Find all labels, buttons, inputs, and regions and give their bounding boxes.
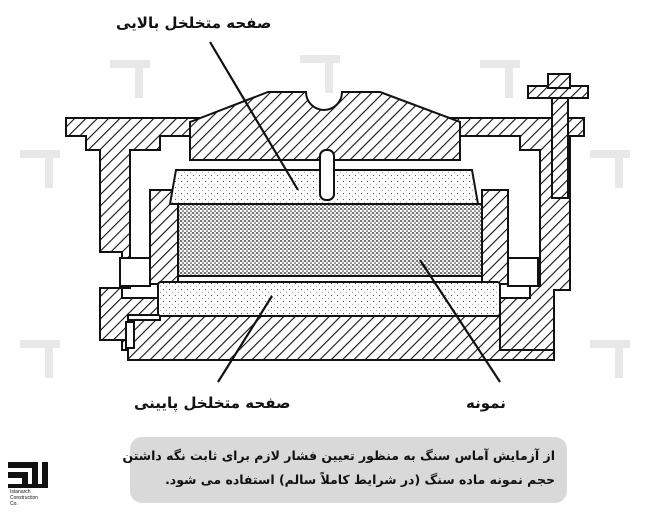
bottom-porous-plate <box>157 281 501 317</box>
label-top-porous-plate: صفحه متخلخل بالایی <box>116 14 272 32</box>
caption-line-2: حجم نمونه ماده سنگ (در شرایط کاملاً سالم… <box>165 472 555 487</box>
logo-text-1: Istanarch <box>10 489 31 495</box>
housing <box>65 117 585 361</box>
label-bottom-porous-plate: صفحه متخلخل پایینی <box>134 394 291 412</box>
rock-sample <box>177 203 483 277</box>
leader-lines <box>209 41 501 383</box>
centering-pin <box>319 149 335 201</box>
caption-line-1: از آزمایش آماس سنگ به منظور تعیین فشار ل… <box>122 448 555 463</box>
caption-box: از آزمایش آماس سنگ به منظور تعیین فشار ل… <box>122 437 567 503</box>
watermark <box>20 55 630 378</box>
swell-test-apparatus-diagram <box>20 41 630 383</box>
label-sample: نمونه <box>466 394 506 412</box>
logo-text-2: Construction <box>10 495 39 501</box>
loading-cap <box>189 91 461 161</box>
adjusting-bolt <box>527 73 589 199</box>
inner-ring <box>119 189 539 287</box>
company-logo <box>8 462 48 488</box>
logo-text-3: Co. <box>10 501 18 507</box>
